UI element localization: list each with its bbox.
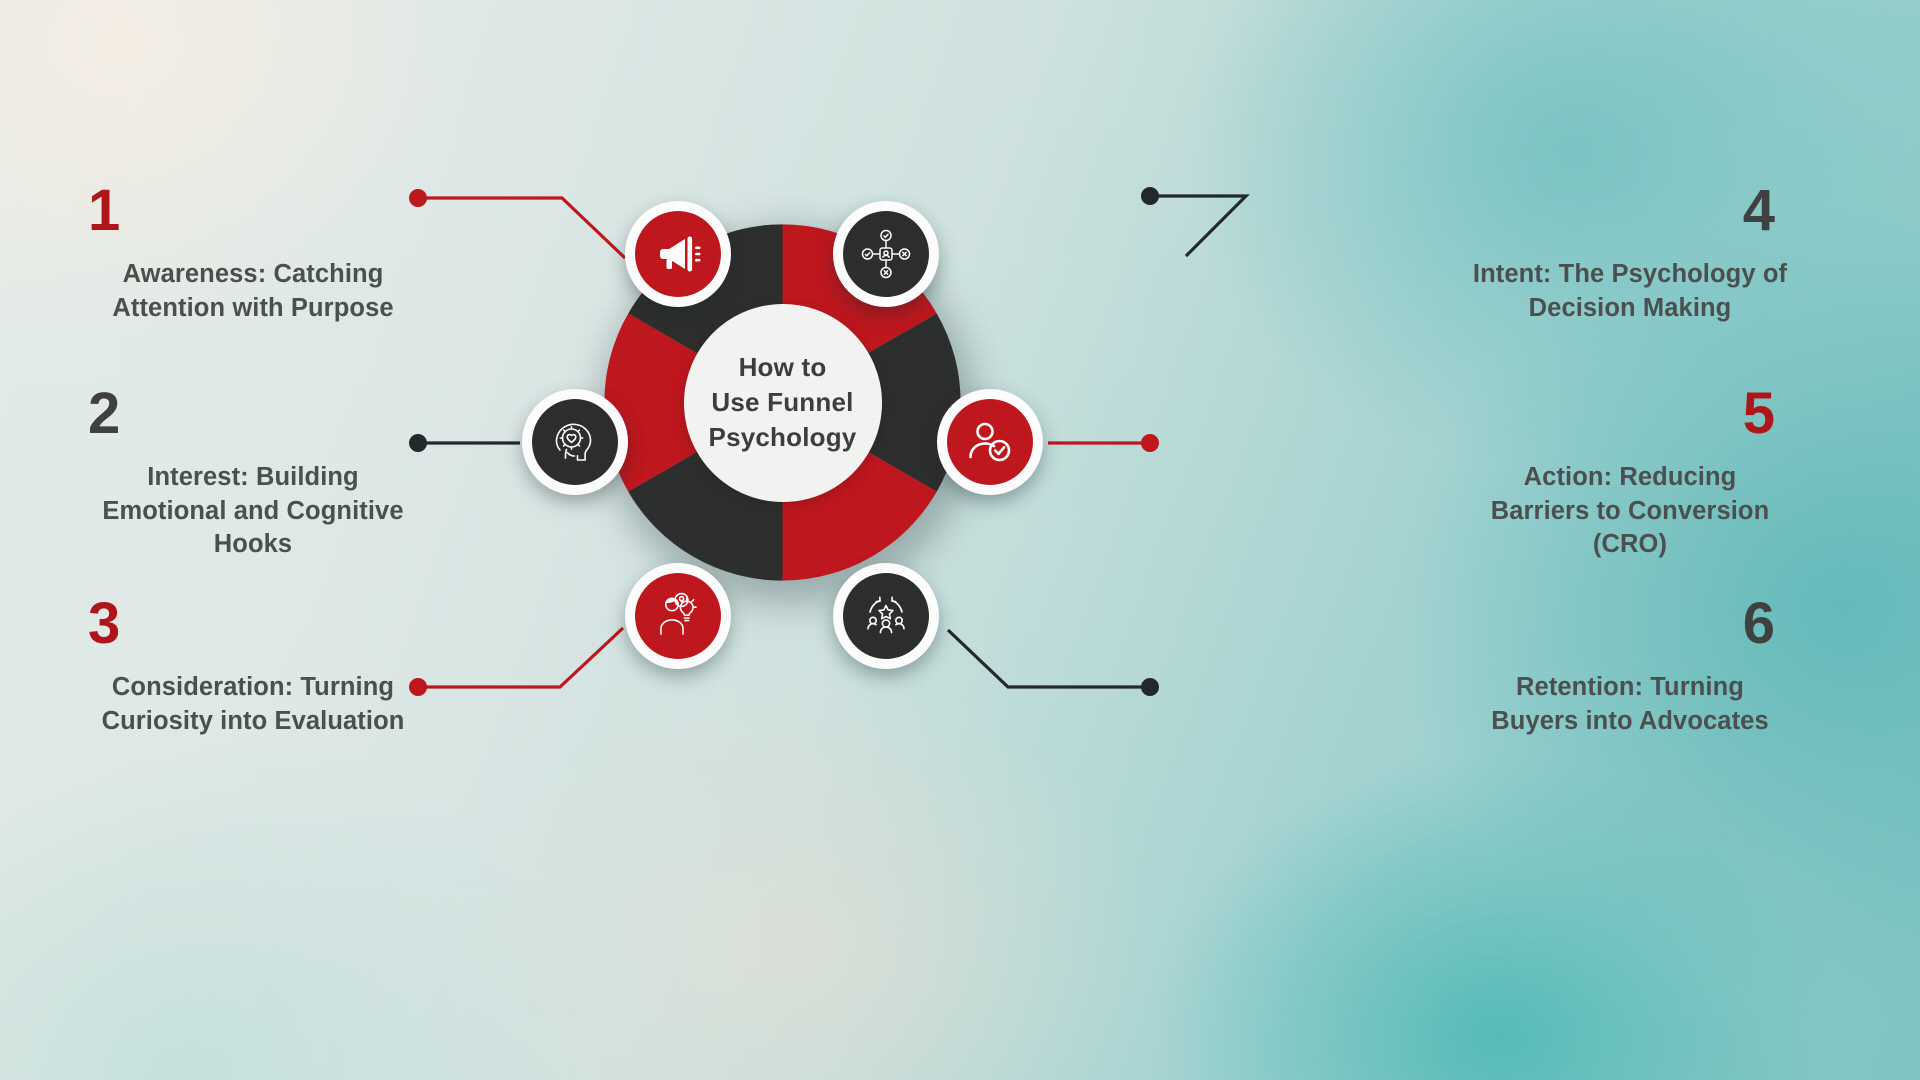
step-6-caption-line-2: Buyers into Advocates xyxy=(1491,706,1769,735)
step-3-text-block: 3 Consideration: Turning Curiosity into … xyxy=(88,595,418,738)
node-step-4-intent[interactable] xyxy=(833,201,939,307)
step-6-caption-line-1: Retention: Turning xyxy=(1516,673,1744,701)
donut-center-hub: How to Use Funnel Psychology xyxy=(683,303,882,502)
head-gear-heart-icon xyxy=(555,423,592,461)
node-step-6-retention[interactable] xyxy=(833,563,939,669)
step-5-caption: Action: Reducing Barriers to Conversion … xyxy=(1430,461,1830,562)
node-step-5-action[interactable] xyxy=(937,389,1043,495)
funnel-donut-chart: How to Use Funnel Psychology xyxy=(522,201,1043,669)
step-5-caption-line-2: Barriers to Conversion xyxy=(1490,496,1770,525)
step-2-caption-line-1: Interest: Building xyxy=(147,463,359,491)
step-3-caption-line-2: Curiosity into Evaluation xyxy=(101,706,405,735)
connector-step-2 xyxy=(409,434,520,452)
step-5-number: 5 xyxy=(1742,381,1775,446)
step-5-caption-line-3: (CRO) xyxy=(1592,530,1668,559)
step-3-caption: Consideration: Turning Curiosity into Ev… xyxy=(88,671,418,738)
step-1-text-block: 1 Awareness: Catching Attention with Pur… xyxy=(88,182,418,325)
megaphone-icon xyxy=(660,236,701,272)
connector-step-4 xyxy=(1141,187,1250,258)
step-4-caption: Intent: The Psychology of Decision Makin… xyxy=(1430,258,1830,325)
step-3-caption-line-1: Consideration: Turning xyxy=(111,673,395,701)
center-title: How to Use Funnel Psychology xyxy=(709,350,857,454)
step-2-caption: Interest: Building Emotional and Cogniti… xyxy=(88,461,418,562)
step-1-number: 1 xyxy=(88,178,120,243)
step-1-caption: Awareness: Catching Attention with Purpo… xyxy=(88,258,418,325)
step-2-text-block: 2 Interest: Building Emotional and Cogni… xyxy=(88,385,418,562)
center-title-line-2: Use Funnel xyxy=(711,387,854,418)
step-4-number: 4 xyxy=(1742,178,1775,243)
node-step-4-disc xyxy=(843,211,929,297)
step-1-caption-line-2: Attention with Purpose xyxy=(112,293,394,322)
person-question-idea-icon xyxy=(660,592,697,635)
step-4-text-block: 4 Intent: The Psychology of Decision Mak… xyxy=(1430,182,1830,325)
connector-step-1 xyxy=(409,189,627,260)
node-step-2-interest[interactable] xyxy=(522,389,628,495)
step-5-text-block: 5 Action: Reducing Barriers to Conversio… xyxy=(1430,385,1830,562)
step-5-caption-line-1: Action: Reducing xyxy=(1523,463,1737,491)
center-title-line-3: Psychology xyxy=(708,421,857,452)
user-check-icon xyxy=(969,422,1011,462)
step-4-caption-line-1: Intent: The Psychology of xyxy=(1472,260,1788,288)
node-step-3-disc xyxy=(635,573,721,659)
connector-step-6 xyxy=(946,628,1159,696)
node-step-1-awareness[interactable] xyxy=(625,201,731,307)
step-4-caption-line-2: Decision Making xyxy=(1528,293,1732,322)
step-6-text-block: 6 Retention: Turning Buyers into Advocat… xyxy=(1430,595,1830,738)
step-2-number: 2 xyxy=(88,381,120,446)
node-step-1-disc xyxy=(635,211,721,297)
step-6-number: 6 xyxy=(1742,591,1775,656)
connector-step-5 xyxy=(1048,434,1159,452)
connector-step-3 xyxy=(409,626,625,696)
step-6-caption: Retention: Turning Buyers into Advocates xyxy=(1430,671,1830,738)
center-title-line-1: How to xyxy=(738,352,827,383)
node-step-5-disc xyxy=(947,399,1033,485)
node-step-6-disc xyxy=(843,573,929,659)
decision-network-icon xyxy=(861,229,911,279)
group-star-cycle-icon xyxy=(867,596,905,634)
step-3-number: 3 xyxy=(88,591,120,656)
node-step-2-disc xyxy=(532,399,618,485)
step-2-caption-line-3: Hooks xyxy=(213,530,293,559)
step-2-caption-line-2: Emotional and Cognitive xyxy=(102,496,404,525)
step-1-caption-line-1: Awareness: Catching xyxy=(122,260,384,288)
node-step-3-consideration[interactable] xyxy=(625,563,731,669)
